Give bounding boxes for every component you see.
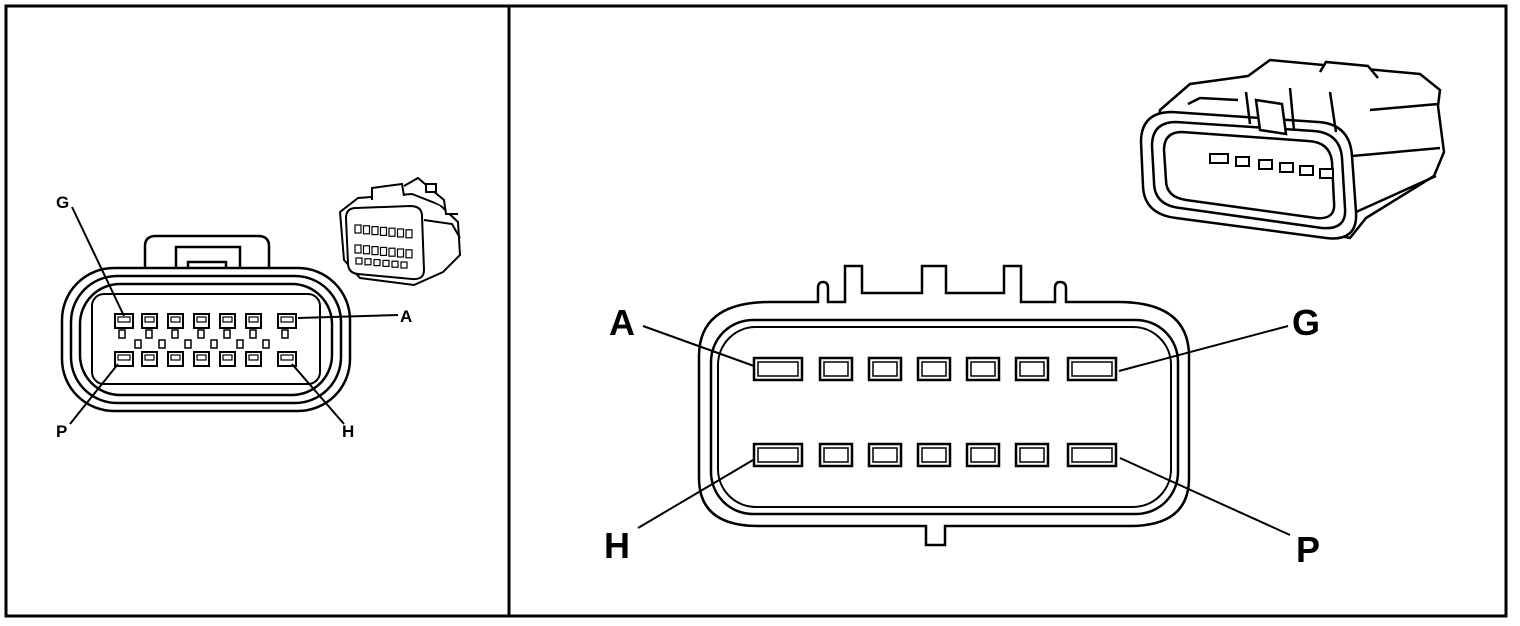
pin-cavity-inner xyxy=(117,316,131,323)
iso-pin-cavity xyxy=(391,260,399,268)
pin-cavity-inner xyxy=(1019,361,1045,377)
pin-cavity-inner xyxy=(872,361,898,377)
pin-latch xyxy=(134,339,142,349)
right-label-p: P xyxy=(1296,529,1320,570)
iso-pin-cavity xyxy=(371,246,379,256)
iso-pin-cavity xyxy=(396,228,405,238)
iso-pin-cavity xyxy=(379,246,388,256)
iso-pin-cavity xyxy=(405,249,413,259)
left-pin-cavities xyxy=(114,313,297,367)
pin-cavity-inner xyxy=(921,447,947,463)
pin-cavity-inner xyxy=(196,316,207,323)
pin-latch xyxy=(236,339,244,349)
right-isometric-pin-cavities xyxy=(1209,153,1334,179)
right-leader-lines xyxy=(637,325,1291,536)
pin-latch xyxy=(223,329,231,339)
pin-cavity-inner xyxy=(823,361,849,377)
pin-cavity-inner xyxy=(970,361,996,377)
pin-cavity-inner xyxy=(222,316,233,323)
pin-cavity-inner xyxy=(248,316,259,323)
pin-cavity-inner xyxy=(144,354,155,361)
pin-latch xyxy=(197,329,205,339)
iso-pin-cavity xyxy=(362,245,371,255)
pin-cavity-inner xyxy=(823,447,849,463)
pin-cavity-inner xyxy=(1019,447,1045,463)
right-connector-isometric-view xyxy=(1139,58,1446,240)
iso-pin-cavity xyxy=(371,226,379,236)
iso-pin-cavity xyxy=(354,224,362,234)
pin-latch xyxy=(249,329,257,339)
pin-latch xyxy=(184,339,192,349)
left-label-g: G xyxy=(56,193,69,212)
iso-pin-cavity xyxy=(1319,168,1334,179)
left-label-a: A xyxy=(400,307,412,326)
iso-pin-cavity xyxy=(1299,165,1314,176)
iso-pin-cavity xyxy=(400,261,408,269)
iso-pin-cavity xyxy=(1235,156,1250,167)
right-label-a: A xyxy=(609,302,635,343)
pin-cavity-inner xyxy=(117,354,131,361)
pin-cavity-inner xyxy=(757,447,799,463)
iso-pin-cavity xyxy=(388,247,396,257)
iso-pin-cavity xyxy=(405,229,413,239)
right-connector-face xyxy=(697,264,1191,547)
pin-latch xyxy=(145,329,153,339)
iso-pin-cavity xyxy=(396,248,405,258)
left-connector-face xyxy=(60,234,352,413)
pin-cavity-inner xyxy=(970,447,996,463)
pin-latch xyxy=(118,329,126,339)
pin-cavity-inner xyxy=(144,316,155,323)
iso-pin-cavity xyxy=(355,257,363,265)
pin-cavity-inner xyxy=(872,447,898,463)
iso-pin-cavity xyxy=(379,226,388,236)
pin-cavity-inner xyxy=(280,354,294,361)
pin-cavity-inner xyxy=(757,361,799,377)
iso-pin-cavity xyxy=(354,244,362,254)
iso-pin-cavity xyxy=(1209,153,1229,164)
pin-cavity-inner xyxy=(222,354,233,361)
pin-cavity-inner xyxy=(921,361,947,377)
left-isometric-pin-cavities xyxy=(354,224,413,269)
left-leader-lines xyxy=(69,206,399,425)
iso-pin-cavity xyxy=(362,225,371,235)
pin-cavity-inner xyxy=(248,354,259,361)
pin-cavity-inner xyxy=(170,354,181,361)
iso-pin-cavity xyxy=(364,258,372,266)
pin-cavity-inner xyxy=(1071,361,1113,377)
pin-cavity-inner xyxy=(1071,447,1113,463)
right-pin-cavities xyxy=(752,356,1118,468)
pin-cavity-inner xyxy=(280,316,294,323)
pin-latch xyxy=(171,329,179,339)
pin-cavity-inner xyxy=(196,354,207,361)
right-label-g: G xyxy=(1292,302,1320,343)
right-label-h: H xyxy=(604,525,630,566)
iso-pin-cavity xyxy=(373,259,381,267)
iso-pin-cavity xyxy=(388,227,396,237)
iso-pin-cavity xyxy=(382,259,390,267)
pin-latch xyxy=(158,339,166,349)
pin-cavity-inner xyxy=(170,316,181,323)
iso-pin-cavity xyxy=(1279,162,1294,173)
pin-latch xyxy=(210,339,218,349)
left-label-p: P xyxy=(56,422,67,441)
pin-latch xyxy=(262,339,270,349)
iso-pin-cavity xyxy=(1258,159,1273,170)
pin-latch xyxy=(281,329,289,339)
left-label-h: H xyxy=(342,422,354,441)
